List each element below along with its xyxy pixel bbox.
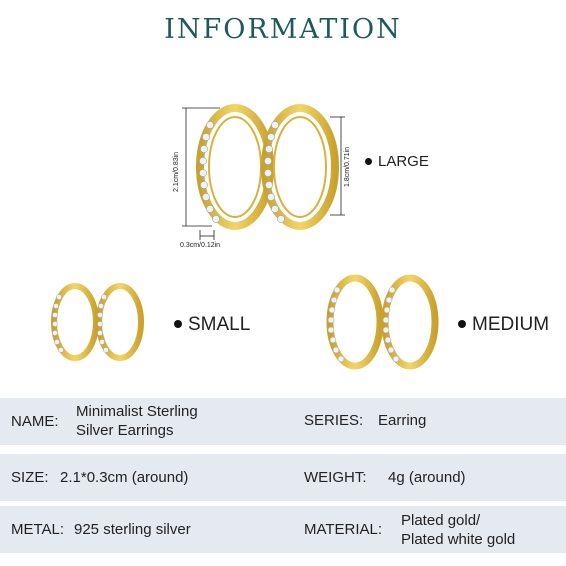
name-value: Minimalist Sterling Silver Earrings xyxy=(76,403,198,439)
small-hoop-left xyxy=(51,283,99,361)
large-outer-dimension: 2.1cm/0.83in xyxy=(173,151,180,192)
earrings-illustration xyxy=(51,104,439,370)
bullet-icon xyxy=(458,319,466,328)
width-dimension: 0.3cm/0.12in xyxy=(180,242,221,249)
weight-label: WEIGHT: xyxy=(304,469,367,486)
small-hoop-right xyxy=(96,283,144,361)
metal-value: 925 sterling silver xyxy=(74,521,191,538)
material-label: MATERIAL: xyxy=(304,521,383,538)
bullet-icon xyxy=(174,319,182,328)
spec-row-name: NAME: Minimalist Sterling Silver Earring… xyxy=(0,398,566,445)
size-small-label: SMALL xyxy=(174,314,250,336)
spec-row-size: SIZE: 2.1*0.3cm (around) WEIGHT: 4g (aro… xyxy=(0,454,566,501)
dimension-lines xyxy=(182,107,345,240)
name-label: NAME: xyxy=(11,413,59,430)
material-value: Plated gold/ Plated white gold xyxy=(401,512,516,548)
size-label: SIZE: xyxy=(11,469,49,486)
page-title: INFORMATION xyxy=(164,14,402,45)
size-value: 2.1*0.3cm (around) xyxy=(60,469,189,486)
weight-value: 4g (around) xyxy=(388,469,466,486)
metal-label: METAL: xyxy=(11,521,65,538)
large-hoop-left xyxy=(196,104,274,230)
medium-hoop-right xyxy=(381,274,439,370)
series-label: SERIES: xyxy=(304,412,364,429)
spec-row-metal: METAL: 925 sterling silver MATERIAL: Pla… xyxy=(0,506,566,553)
size-large-label: LARGE xyxy=(365,153,429,170)
large-inner-dimension: 1.8cm/0.71in xyxy=(344,146,351,187)
series-value: Earring xyxy=(378,412,427,429)
bullet-icon xyxy=(365,157,372,165)
medium-hoop-left xyxy=(326,274,384,370)
size-medium-label: MEDIUM xyxy=(458,314,549,336)
large-hoop-right xyxy=(261,104,339,230)
